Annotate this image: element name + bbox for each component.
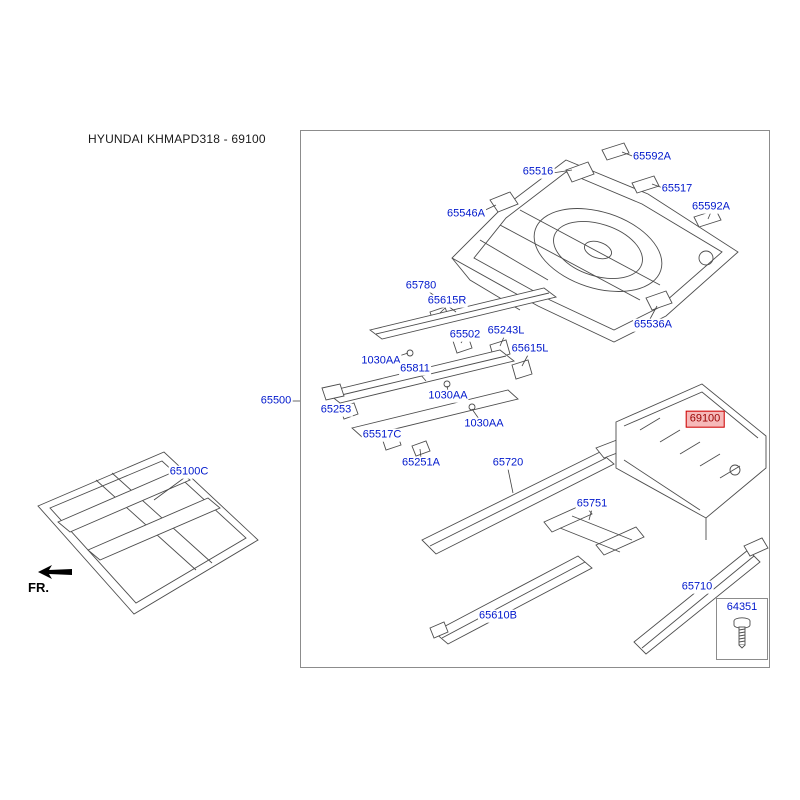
- part-label-65251A[interactable]: 65251A: [401, 456, 441, 470]
- part-label-65243L[interactable]: 65243L: [486, 324, 526, 338]
- part-label-65546A[interactable]: 65546A: [446, 207, 486, 221]
- part-label-65615L[interactable]: 65615L: [510, 342, 550, 356]
- front-arrow-icon: [38, 565, 72, 579]
- part-label-69100[interactable]: 69100: [685, 410, 725, 428]
- crossmember-65811-drawing: [321, 349, 516, 404]
- part-label-65502[interactable]: 65502: [448, 328, 482, 342]
- part-label-65500[interactable]: 65500: [259, 394, 293, 408]
- rail-65610B-drawing: [429, 555, 593, 645]
- bracket-65751-drawing: [543, 503, 645, 556]
- part-label-65592A[interactable]: 65592A: [632, 150, 672, 164]
- part-label-1030AA[interactable]: 1030AA: [360, 354, 402, 368]
- fr-label: FR.: [28, 580, 49, 595]
- front-direction-indicator: FR.: [26, 564, 96, 602]
- part-label-65615R[interactable]: 65615R: [426, 294, 468, 308]
- page-title: HYUNDAI KHMAPD318 - 69100: [88, 132, 266, 146]
- crossmember-65780-drawing: [368, 287, 558, 340]
- upper-brackets-drawing: [429, 142, 722, 380]
- part-label-65720[interactable]: 65720: [491, 456, 525, 470]
- part-label-65811[interactable]: 65811: [399, 362, 431, 376]
- part-label-1030AA[interactable]: 1030AA: [427, 389, 469, 403]
- part-label-65517[interactable]: 65517: [660, 182, 694, 196]
- part-label-65780[interactable]: 65780: [404, 279, 438, 293]
- front-floor-panel-drawing: [37, 451, 259, 615]
- hardware-callout-box: 64351: [716, 598, 768, 660]
- part-label-65517C[interactable]: 65517C: [361, 428, 403, 442]
- part-label-1030AA[interactable]: 1030AA: [463, 417, 505, 431]
- part-label-65100C[interactable]: 65100C: [168, 465, 210, 479]
- part-label-65516[interactable]: 65516: [521, 165, 555, 179]
- part-label-65253[interactable]: 65253: [319, 403, 353, 417]
- rear-panel-69100-drawing: [615, 383, 767, 540]
- part-label-64351[interactable]: 64351: [726, 601, 758, 613]
- part-label-65536A[interactable]: 65536A: [633, 318, 673, 332]
- part-label-65710[interactable]: 65710: [680, 580, 714, 594]
- part-label-65751[interactable]: 65751: [575, 497, 609, 511]
- diagram-frame: [300, 130, 770, 668]
- rail-65710-drawing: [633, 537, 769, 655]
- part-label-65610B[interactable]: 65610B: [478, 609, 518, 623]
- bolt-icon: [733, 617, 751, 649]
- part-label-65592A[interactable]: 65592A: [691, 200, 731, 214]
